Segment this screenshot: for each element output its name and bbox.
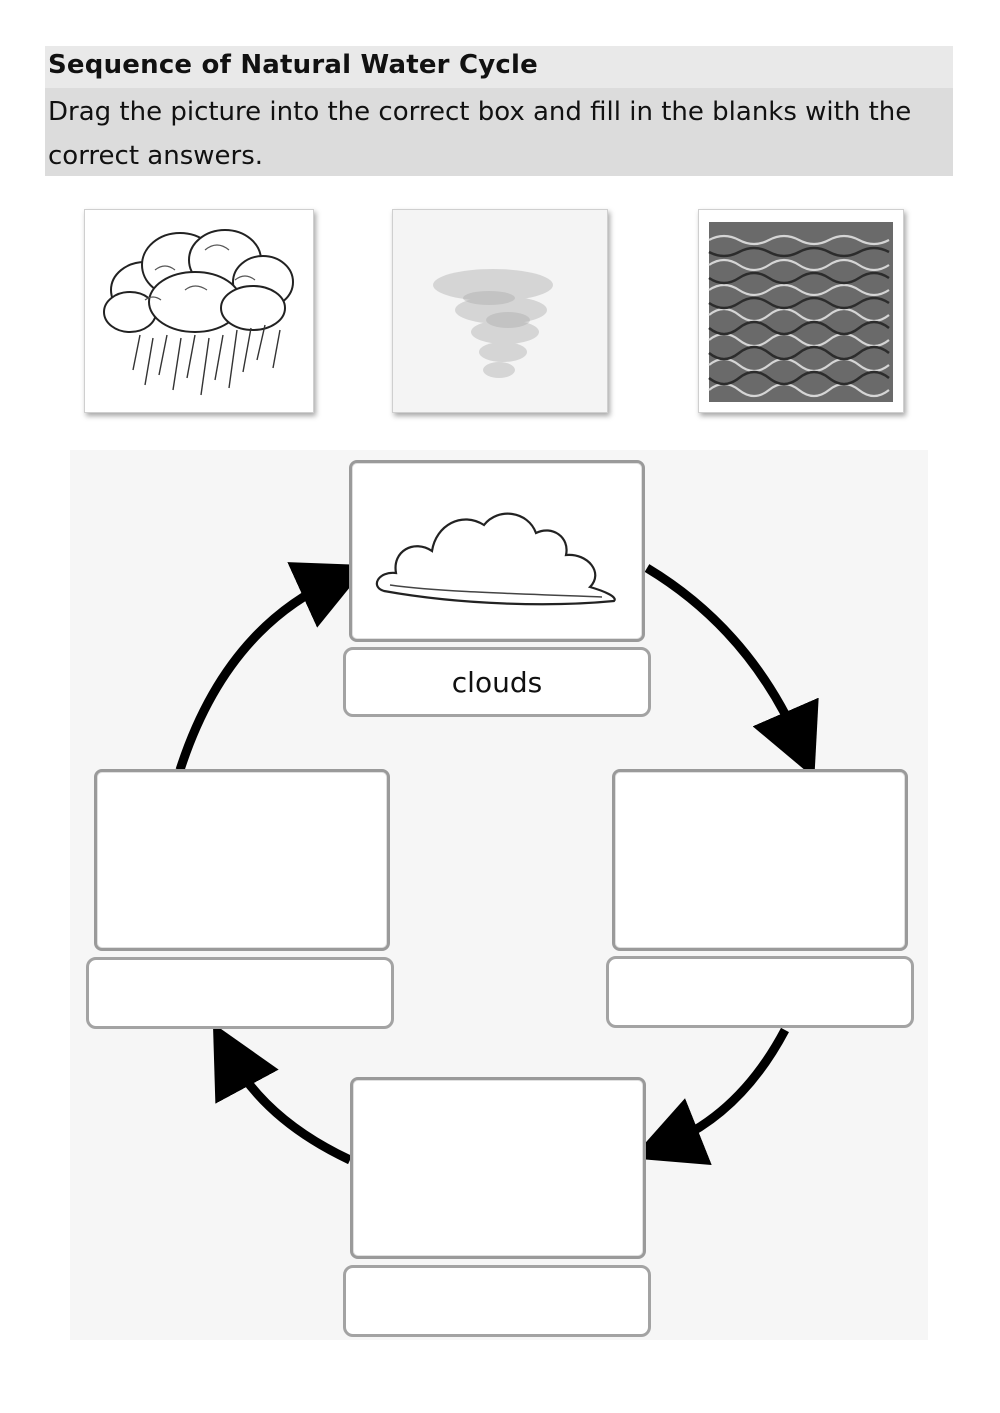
draggable-picture-rain-cloud[interactable] — [84, 209, 314, 413]
label-box-right[interactable] — [606, 956, 914, 1028]
drop-box-left[interactable] — [94, 769, 390, 951]
drop-box-top[interactable] — [349, 460, 645, 642]
page-title: Sequence of Natural Water Cycle — [48, 50, 538, 80]
instructions: Drag the picture into the correct box an… — [48, 97, 912, 171]
drop-box-right[interactable] — [612, 769, 908, 951]
draggable-picture-water-vapour[interactable] — [392, 209, 608, 413]
cloud-icon — [375, 512, 616, 606]
title-row — [45, 46, 953, 88]
drop-box-bottom[interactable] — [350, 1077, 646, 1259]
draggable-picture-sea-waves[interactable] — [698, 209, 904, 413]
label-box-bottom[interactable] — [343, 1265, 651, 1337]
sea-waves-icon — [708, 222, 893, 402]
label-box-left[interactable] — [86, 957, 394, 1029]
rain-cloud-icon — [103, 229, 294, 396]
label-box-top[interactable]: clouds — [343, 647, 651, 717]
water-vapour-icon — [393, 210, 607, 412]
